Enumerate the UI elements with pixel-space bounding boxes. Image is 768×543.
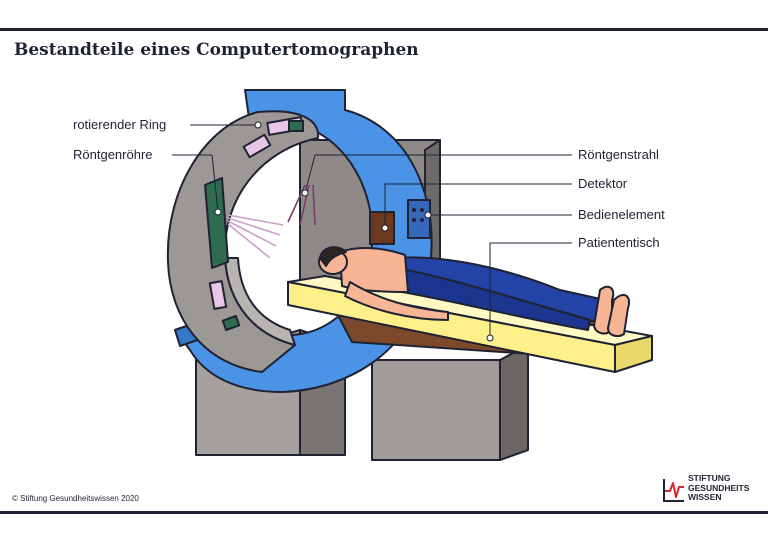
stiftung-logo: STIFTUNG GESUNDHEITS WISSEN	[662, 473, 762, 506]
top-rule	[0, 28, 768, 31]
label-xray-beam: Röntgenstrahl	[578, 147, 659, 162]
copyright-notice: © Stiftung Gesundheitswissen 2020	[12, 494, 139, 503]
logo-wordmark: STIFTUNG GESUNDHEITS WISSEN	[688, 473, 750, 503]
label-rotating-ring: rotierender Ring	[73, 117, 167, 132]
label-control-element: Bedienelement	[578, 207, 665, 222]
heartbeat-logo-icon	[663, 479, 684, 502]
logo-line-3: WISSEN	[688, 492, 722, 502]
label-xray-tube: Röntgenröhre	[73, 147, 153, 162]
logo-line-2: GESUNDHEITS	[688, 482, 750, 493]
label-detector: Detektor	[578, 176, 628, 191]
logo-line-1: STIFTUNG	[688, 473, 731, 483]
bottom-rule	[0, 511, 768, 514]
label-patient-table: Patiententisch	[578, 235, 660, 250]
page-title: Bestandteile eines Computertomographen	[14, 40, 419, 60]
